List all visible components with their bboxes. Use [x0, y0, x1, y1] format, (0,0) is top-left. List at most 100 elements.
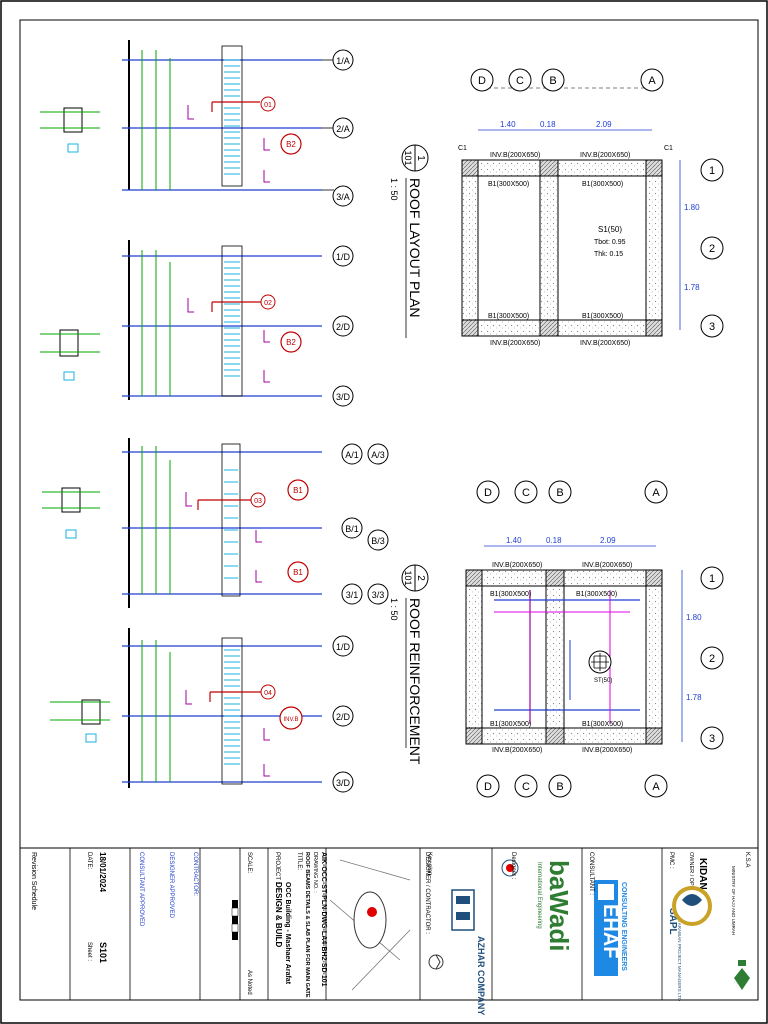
consultant-label: CONSULTANT : — [588, 852, 594, 895]
sheet-label: Sheet : — [86, 942, 92, 961]
grid-letter: A — [652, 781, 660, 793]
grid-number: 1 — [709, 165, 715, 177]
beam-label: B1(300X500) — [582, 181, 623, 188]
beam-label: B1(300X500) — [488, 313, 529, 320]
grid-ref: 3/3 — [372, 590, 385, 600]
beam-label: INV.B(200X650) — [492, 562, 542, 569]
callout-03: 03 — [254, 498, 262, 505]
slab-tbot: Tbot: 0.95 — [594, 239, 626, 246]
grid-number: 2 — [709, 243, 715, 255]
dim: 1.80 — [686, 613, 702, 622]
dim: 1.78 — [686, 693, 702, 702]
contractor-row: CONTRACTOR: — [192, 852, 198, 896]
beam-label: B1(300X500) — [576, 591, 617, 598]
view-ref: 101 — [403, 150, 413, 165]
beam-label: INV.B(200X650) — [492, 747, 542, 754]
grid-ref: 3/D — [336, 392, 351, 402]
drawing-no: AIK-OCC-ST-PLN-DWG-LA4-BH2-SD-101 — [320, 852, 327, 987]
beam-label: INV.B(200X650) — [582, 747, 632, 754]
section-group-2: 02 B2 1/D 2/D 3/D — [40, 240, 354, 407]
beam-label: INV.B(200X650) — [580, 340, 630, 347]
owner-logo — [672, 886, 712, 926]
beam-tag: B1 — [293, 486, 303, 495]
consultant-logo — [594, 880, 618, 976]
view-title: ROOF LAYOUT PLAN — [407, 178, 423, 318]
beam-label: B1(300X500) — [488, 181, 529, 188]
beam-label: B1(300X500) — [490, 591, 531, 598]
grid-ref: 1/D — [336, 252, 351, 262]
pmc-sub: SAUDI ARABIAN PROJECT MANAGERS LTD — [677, 908, 682, 1002]
grid-letter: B — [556, 781, 563, 793]
beam-label: INV.B(200X650) — [582, 562, 632, 569]
beam-label: B1(300X500) — [582, 313, 623, 320]
grid-letter: C — [522, 781, 530, 793]
beam-label: INV.B(200X650) — [490, 340, 540, 347]
view-scale: 1 : 50 — [389, 598, 399, 621]
project-label: PROJECT : — [274, 852, 280, 884]
beam-label: B1(300X500) — [582, 721, 623, 728]
dim: 0.18 — [546, 536, 562, 545]
key-plan-label: Key plan — [426, 852, 432, 875]
designer-approved: DESIGNER APPROVED — [168, 852, 174, 919]
grid-letter: C — [522, 487, 530, 499]
grid-letter: D — [484, 781, 492, 793]
grid-letter: B — [556, 487, 563, 499]
contractor-logo — [451, 889, 475, 931]
designer-name: baWadi — [544, 860, 574, 951]
grid-letter: A — [648, 75, 656, 87]
contractor-label: DESIGNER / CONTRACTOR : — [424, 852, 430, 934]
scale-label: SCALE: — [246, 852, 252, 874]
beam-tag: INV.B — [283, 717, 298, 723]
view-title: ROOF REINFORCEMENT — [407, 598, 423, 765]
slab-label: S1(50) — [598, 225, 622, 234]
callout-01: 01 — [264, 102, 272, 109]
grid-ref: B/1 — [345, 524, 359, 534]
scale-bar — [231, 900, 239, 940]
grid-ref: 3/A — [336, 192, 350, 202]
revision-schedule: Revision Schedule — [30, 852, 37, 910]
section-group-1: 01 B2 1/A 2/A 3/A — [40, 40, 354, 207]
view-ref: 101 — [403, 570, 413, 585]
beam-tag: B2 — [286, 338, 296, 347]
grid-number: 1 — [709, 573, 715, 585]
grid-ref: A/1 — [345, 450, 359, 460]
grid-ref: A/3 — [371, 450, 385, 460]
view-number: 2 — [415, 575, 426, 581]
grid-ref: 2/A — [336, 124, 350, 134]
consultant-approved: CONSULTANT APPROVED — [138, 852, 144, 927]
drawing-title: ROOF BEAMS DETAILS & SLAB PLAN FOR MAIN … — [304, 852, 310, 998]
grid-letter: A — [652, 487, 660, 499]
ksa-label: K.S.A — [744, 852, 750, 867]
grid-number: 3 — [709, 733, 715, 745]
designer-logo — [501, 859, 568, 958]
grid-letter: D — [478, 75, 486, 87]
ministry-name: MINISTRY OF HAJJ AND UMRAH — [731, 866, 736, 935]
scale-value: As Noted — [246, 970, 252, 995]
owner-label: OWNER / OPERATOR : — [688, 852, 694, 912]
roof-layout-plan: D C B A 1 2 3 1.40 0.18 2.09 1.80 1.78 I… — [389, 68, 724, 347]
view-number: 1 — [415, 155, 426, 161]
view-scale: 1 : 50 — [389, 178, 399, 201]
ministry-emblem — [734, 960, 750, 990]
project-name: DESIGN & BUILD — [274, 882, 283, 948]
dim: 0.18 — [540, 120, 556, 129]
grid-letter: B — [549, 75, 556, 87]
key-plan — [329, 859, 444, 991]
owner-name: KIDANA — [697, 858, 708, 897]
dim: 1.40 — [500, 120, 516, 129]
beam-tag: B1 — [293, 568, 303, 577]
title-block: Revision Schedule DATE: 18/01/2024 Sheet… — [30, 848, 750, 1015]
grid-letter: C — [516, 75, 524, 87]
column-label: C1 — [664, 145, 673, 152]
date-label: DATE: — [86, 852, 92, 870]
grid-ref: 1/A — [336, 56, 350, 66]
dim: 2.09 — [600, 536, 616, 545]
slab-label: ST(50) — [594, 678, 612, 684]
project-sub: OCC Building - Mashaer Arafat — [284, 882, 291, 985]
beam-sections: 01 B2 1/A 2/A 3/A — [40, 40, 389, 793]
grid-number: 2 — [709, 653, 715, 665]
section-group-3: 03 B1 B1 A/1 B/1 3/1 A/3 B/3 3/3 — [42, 438, 389, 608]
grid-number: 3 — [709, 321, 715, 333]
